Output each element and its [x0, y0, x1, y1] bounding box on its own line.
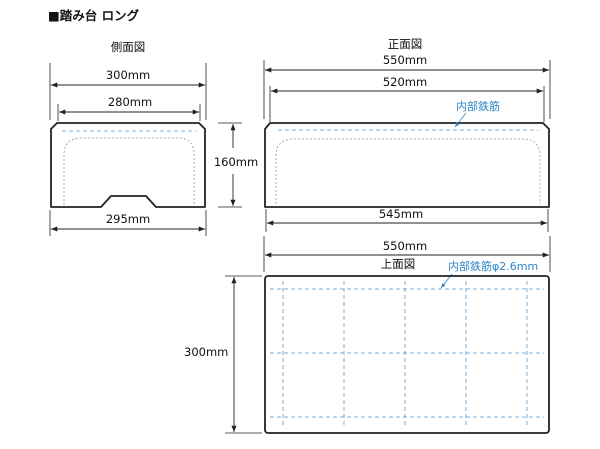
side-inner-dim-label: 280mm — [108, 95, 152, 109]
front-view-label: 正面図 — [388, 37, 423, 51]
height-dim-label: 160mm — [214, 155, 258, 169]
side-bottom-dim-label: 295mm — [106, 212, 150, 226]
side-view-label: 側面図 — [111, 40, 146, 54]
side-hidden-line — [63, 137, 195, 205]
side-top-dim-label: 300mm — [106, 68, 150, 82]
front-hidden-line — [275, 138, 541, 204]
front-rebar-note: 内部鉄筋 — [456, 99, 500, 113]
top-width-dim-label: 550mm — [383, 239, 427, 253]
top-depth-dim-label: 300mm — [184, 345, 228, 359]
top-view-outline — [264, 275, 550, 434]
side-view: 側面図 300mm 280mm 295mm — [49, 40, 207, 236]
front-rebar-leader — [454, 112, 467, 128]
front-inner-dim-label: 520mm — [383, 75, 427, 89]
height-dimension: 160mm — [214, 122, 258, 208]
top-view-label: 上面図 — [381, 257, 416, 271]
top-rebar-note: 内部鉄筋φ2.6mm — [448, 259, 538, 273]
side-view-outline — [50, 122, 206, 208]
front-view: 正面図 550mm 520mm 内部鉄筋 545mm — [263, 37, 551, 232]
drawing-title: ■踏み台 ロング — [48, 8, 140, 23]
top-rebar-grid — [270, 281, 544, 428]
front-top-dim-label: 550mm — [383, 53, 427, 67]
front-bottom-dim-label: 545mm — [379, 207, 423, 221]
top-view: 550mm 上面図 内部鉄筋φ2.6mm 300mm — [184, 236, 551, 434]
front-view-outline — [264, 122, 550, 208]
